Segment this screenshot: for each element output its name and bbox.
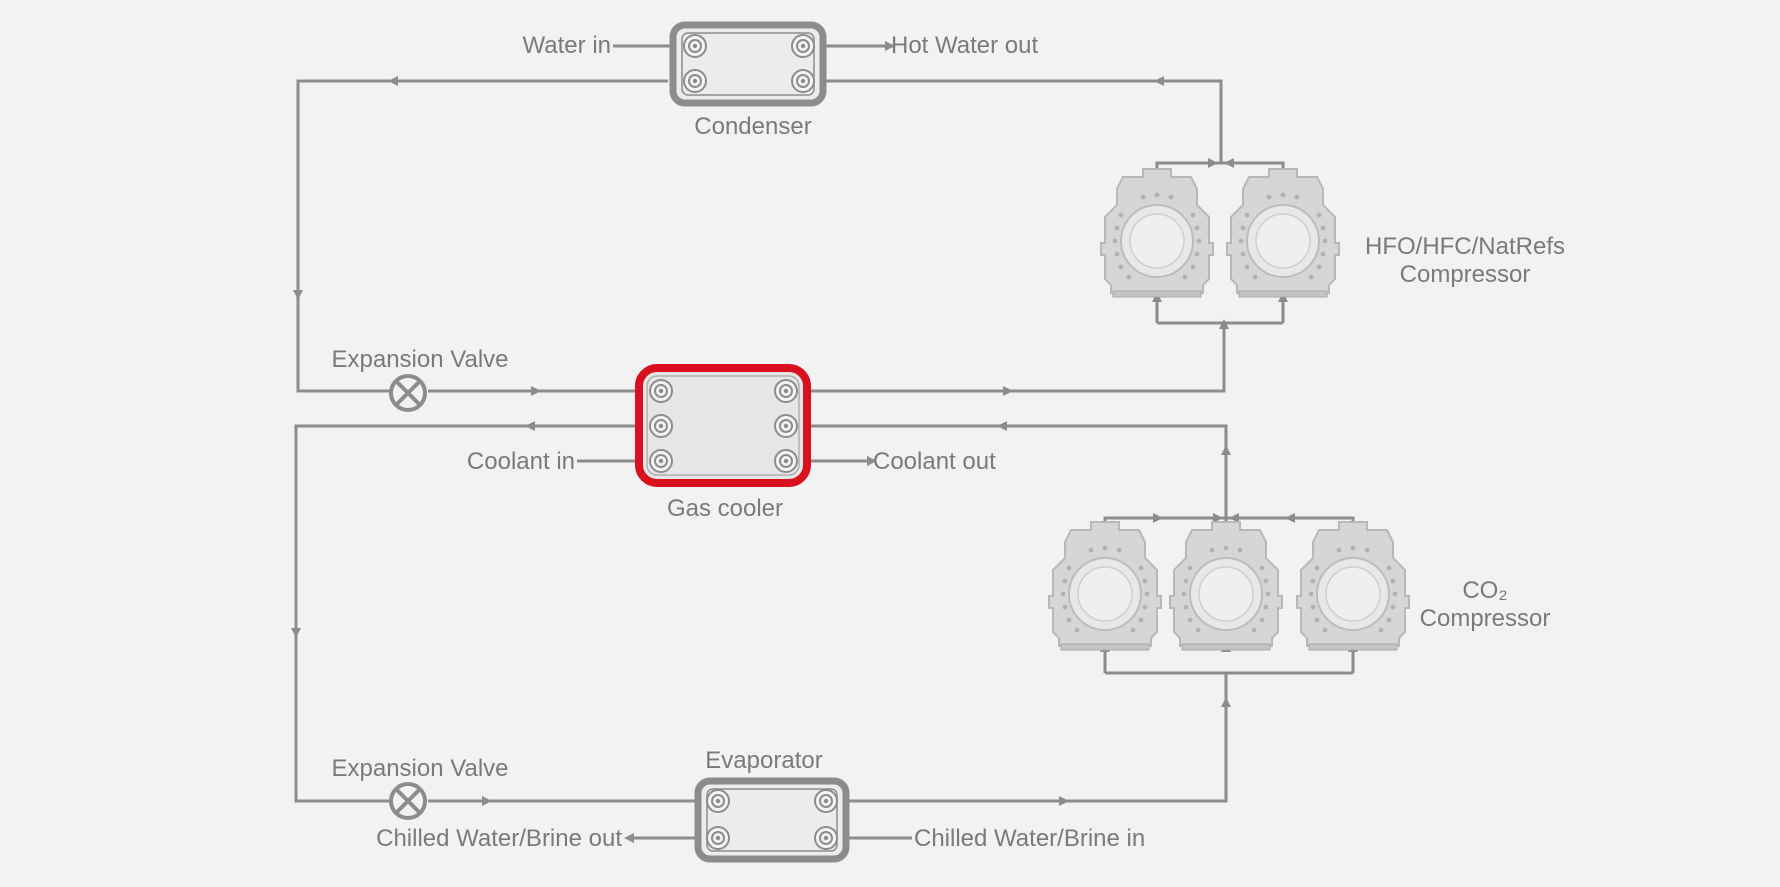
hfo-compressor-2 <box>1226 168 1340 298</box>
brine-in-label: Chilled Water/Brine in <box>914 825 1145 852</box>
co2-compressor-label-line1: CO₂ <box>1462 577 1507 604</box>
water-in-label: Water in <box>523 32 611 59</box>
co2-compressor-2 <box>1169 521 1283 651</box>
expansion-valve-top <box>389 374 427 412</box>
brine-out-label: Chilled Water/Brine out <box>376 825 622 852</box>
hfo-compressor-1 <box>1100 168 1214 298</box>
hfo-compressor-label-line2: Compressor <box>1400 261 1531 288</box>
hot-water-out-label: Hot Water out <box>891 32 1038 59</box>
evaporator <box>694 777 850 863</box>
hfo-compressor-label-line1: HFO/HFC/NatRefs <box>1365 233 1565 260</box>
co2-compressor-3 <box>1296 521 1410 651</box>
expansion-valve-bottom-label: Expansion Valve <box>332 755 509 782</box>
coolant-out-label: Coolant out <box>873 448 996 475</box>
co2-compressor-1 <box>1048 521 1162 651</box>
evaporator-label: Evaporator <box>705 747 822 774</box>
condenser-label: Condenser <box>694 113 811 140</box>
pipework <box>294 44 1355 840</box>
condenser <box>669 21 827 107</box>
gas-cooler-label: Gas cooler <box>667 495 783 522</box>
coolant-in-label: Coolant in <box>467 448 575 475</box>
co2-compressor-label-line2: Compressor <box>1420 605 1551 632</box>
expansion-valve-top-label: Expansion Valve <box>332 346 509 373</box>
flow-arrows <box>291 41 1358 843</box>
expansion-valve-bottom <box>389 782 427 820</box>
gas-cooler <box>635 364 811 487</box>
